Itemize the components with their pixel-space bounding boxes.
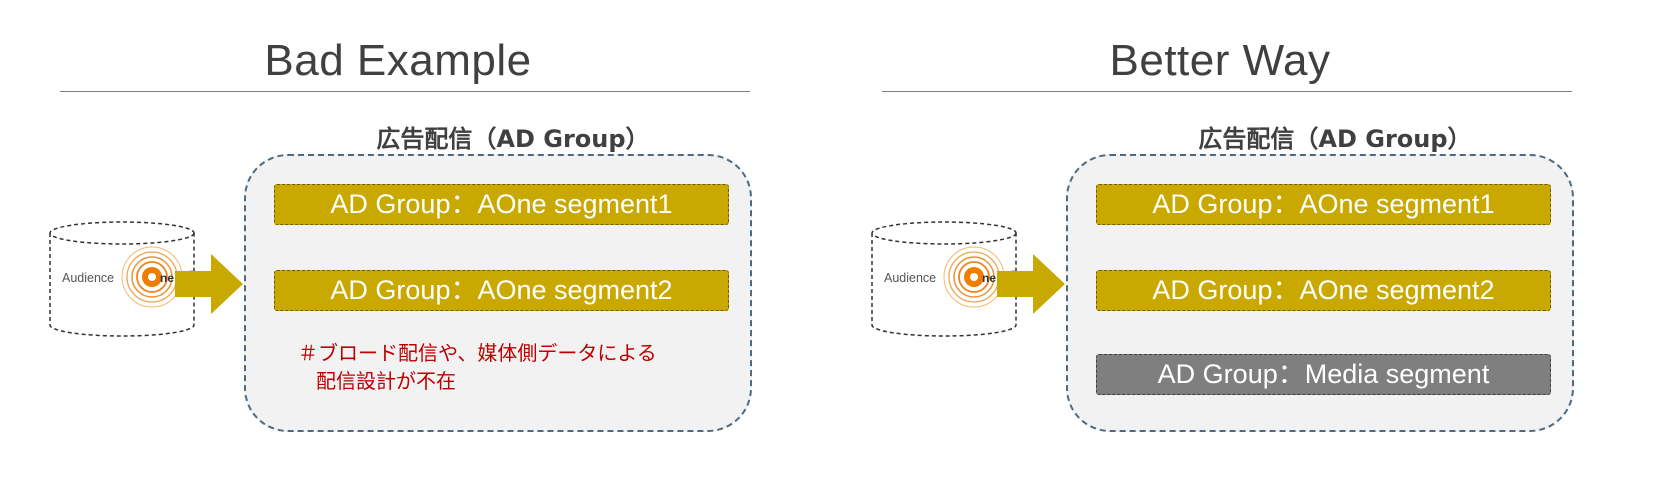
svg-text:ne: ne xyxy=(160,271,174,285)
ad-group-aone-segment2: AD Group：AOne segment2 xyxy=(1096,270,1551,311)
missing-design-note: ＃ブロード配信や、媒体側データによる 配信設計が不在 xyxy=(298,339,728,395)
database-icon: Audience ne ® xyxy=(871,221,1017,337)
ad-group-media-segment: AD Group：Media segment xyxy=(1096,354,1551,395)
audience-one-logo: Audience ne ® xyxy=(62,246,194,308)
ad-group-aone-segment2: AD Group：AOne segment2 xyxy=(274,270,729,311)
svg-text:Audience: Audience xyxy=(884,271,936,285)
right-arrow-icon xyxy=(997,254,1065,314)
svg-text:Audience: Audience xyxy=(62,271,114,285)
ad-group-aone-segment1: AD Group：AOne segment1 xyxy=(274,184,729,225)
ad-group-container: AD Group：AOne segment1 AD Group：AOne seg… xyxy=(244,154,752,432)
bad-example-panel: Bad Example Audience ne ® 広告配信（AD Group）… xyxy=(48,0,752,477)
database-icon: Audience ne ® xyxy=(49,221,195,337)
svg-text:ne: ne xyxy=(982,271,996,285)
ad-group-container: AD Group：AOne segment1 AD Group：AOne seg… xyxy=(1066,154,1574,432)
ad-group-aone-segment1: AD Group：AOne segment1 xyxy=(1096,184,1551,225)
right-arrow-icon xyxy=(175,254,243,314)
ad-group-caption: 広告配信（AD Group） xyxy=(1198,125,1472,153)
better-way-panel: Better Way Audience ne ® 広告配信（AD Group） … xyxy=(870,0,1574,477)
title-divider xyxy=(882,91,1572,92)
better-way-title: Better Way xyxy=(1109,36,1331,85)
title-divider xyxy=(60,91,750,92)
ad-group-caption: 広告配信（AD Group） xyxy=(376,125,650,153)
note-line-1: ＃ブロード配信や、媒体側データによる xyxy=(298,341,657,365)
bad-example-title: Bad Example xyxy=(264,36,532,85)
note-line-2: 配信設計が不在 xyxy=(316,369,456,393)
